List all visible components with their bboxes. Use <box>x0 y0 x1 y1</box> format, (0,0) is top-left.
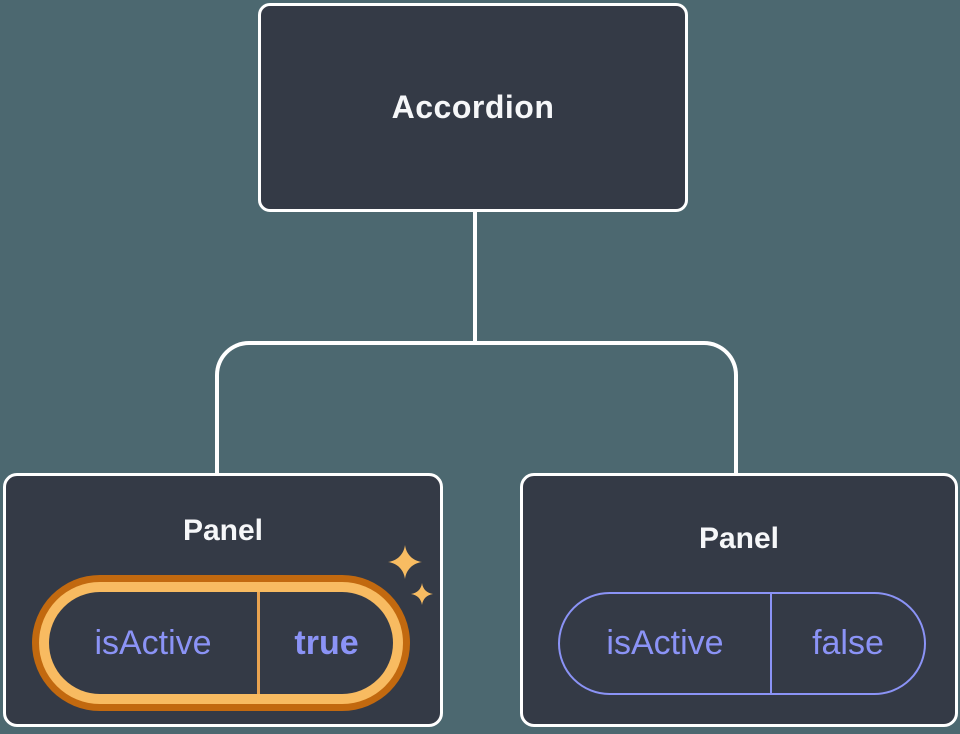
prop-pill-divider <box>257 592 261 694</box>
prop-name: isActive <box>606 624 724 662</box>
prop-pill-inactive: isActive false <box>558 592 926 695</box>
prop-pill-active: isActive true <box>49 592 393 694</box>
prop-value: true <box>294 623 359 662</box>
panel-node-inactive: Panel isActive false <box>520 473 958 727</box>
prop-pill-divider <box>769 594 772 693</box>
children-connector-bracket <box>215 341 738 473</box>
prop-pill-highlight-glow: isActive true <box>39 582 403 704</box>
accordion-node-title: Accordion <box>391 89 555 125</box>
prop-value: false <box>812 624 884 662</box>
accordion-node: Accordion <box>258 3 688 212</box>
prop-pill-highlight-ring: isActive true <box>32 575 410 711</box>
panel-node-title: Panel <box>182 514 264 547</box>
root-connector-line <box>473 212 477 343</box>
prop-name: isActive <box>94 623 212 662</box>
panel-node-title: Panel <box>698 522 780 555</box>
panel-node-active: Panel isActive true <box>3 473 443 727</box>
